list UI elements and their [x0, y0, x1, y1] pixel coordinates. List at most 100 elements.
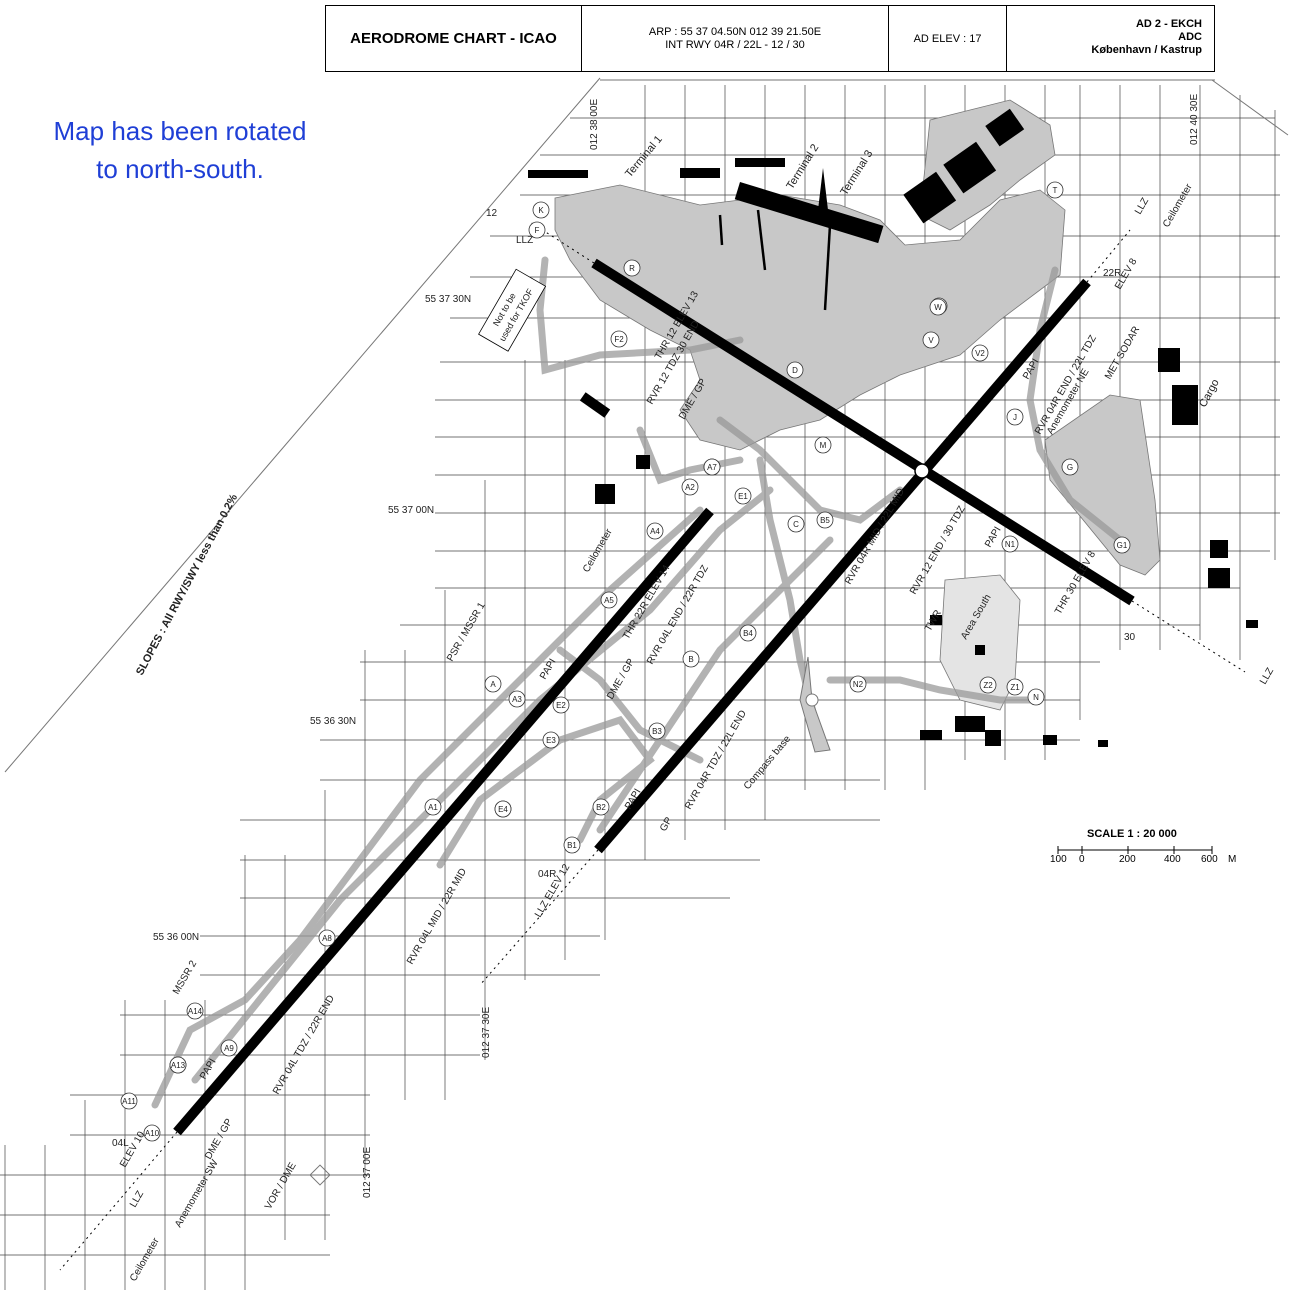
scale-title: SCALE 1 : 20 000 [1087, 828, 1177, 840]
cargo-label: Cargo [1197, 377, 1222, 409]
taxiway-label-g1: G1 [1117, 541, 1128, 550]
taxiway-marker-circle [703, 458, 721, 476]
taxiway-label-v: V [928, 336, 934, 345]
taxiway-marker-circle [787, 515, 805, 533]
arp-info: ARP : 55 37 04.50N 012 39 21.50E INT RWY… [582, 6, 889, 71]
taxiway-marker-circle [220, 1039, 238, 1057]
taxiway-marker-circle [682, 650, 700, 668]
taxiway-marker-circle [494, 800, 512, 818]
dme-gp-label-1: DME / GP [605, 657, 637, 702]
taxiway-label-z1: Z1 [1010, 683, 1020, 692]
taxiway-marker-circle [1006, 408, 1024, 426]
llz-label-ne: LLZ [1133, 196, 1151, 216]
scale-unit: M [1228, 854, 1237, 865]
taxiway-label-n1: N1 [1005, 540, 1016, 549]
rwy-30-label: 30 [1124, 632, 1136, 643]
taxiway-label-a8: A8 [322, 934, 332, 943]
anemometer-sw-label: Anemometer SW [173, 1158, 221, 1230]
terminal-2-label: Terminal 2 [784, 142, 821, 191]
taxiway-label-n: N [1033, 693, 1039, 702]
taxiway-label-a4: A4 [650, 527, 660, 536]
taxiway-marker-circle [1027, 688, 1045, 706]
llz-label-se: LLZ [1258, 666, 1276, 686]
papi-label-4: PAPI [983, 525, 1004, 550]
taxiway-marker-circle [849, 675, 867, 693]
taxiway-label-b2: B2 [596, 803, 606, 812]
terminal-3-label: Terminal 3 [838, 148, 875, 197]
lat-label-3700: 55 37 00N [388, 505, 434, 516]
ceilometer-label-mid: Ceilometer [581, 527, 615, 575]
taxiway-label-e4: E4 [498, 805, 508, 814]
lon-label-3800: 012 38 00E [589, 99, 600, 150]
taxiway-marker-circle [646, 522, 664, 540]
lat-label-3600: 55 36 00N [153, 932, 199, 943]
taxiway-label-b: B [688, 655, 693, 664]
buildings [528, 108, 1258, 747]
aerodrome-name: København / Kastrup [1091, 44, 1202, 56]
taxiway-label-v2: V2 [975, 349, 985, 358]
taxiway-marker-circle [186, 1002, 204, 1020]
taxiway-marker-circle [681, 478, 699, 496]
taxiway-marker-circle [592, 798, 610, 816]
taxiway-marker-circle [922, 331, 940, 349]
chart-type: ADC [1178, 31, 1202, 43]
runway-12-30 [591, 258, 1135, 606]
taxiway-label-a13: A13 [171, 1061, 186, 1070]
gp-label: GP [658, 815, 675, 833]
taxiway-marker-circle [424, 798, 442, 816]
taxiway-marker-circle [508, 690, 526, 708]
taxiway-marker-circle [979, 676, 997, 694]
taxiway-label-a11: A11 [122, 1097, 136, 1106]
taxiway-marker-circle [600, 591, 618, 609]
taxiway-marker-circle [610, 330, 628, 348]
taxiway-marker-circle [1113, 536, 1131, 554]
taxiway-label-f2: F2 [614, 335, 624, 344]
scale-bar [1057, 846, 1213, 854]
lon-label-4030: 012 40 30E [1189, 94, 1200, 145]
lat-label-3730: 55 37 30N [425, 294, 471, 305]
runway-04L-22R [173, 507, 714, 1136]
scale-tick-600: 600 [1201, 854, 1218, 865]
taxiway-label-c: C [793, 520, 799, 529]
papi-label-2: PAPI [198, 1057, 219, 1082]
elev-04l-label: ELEV 10 [118, 1129, 147, 1169]
taxiway-marker-circle [1061, 458, 1079, 476]
taxiway-label-m: M [820, 441, 827, 450]
taxiway-label-z2: Z2 [983, 681, 993, 690]
taxiway-marker-circle [120, 1092, 138, 1110]
lat-label-3630: 55 36 30N [310, 716, 356, 727]
taxiway-marker-circle [1046, 181, 1064, 199]
lon-label-3730: 012 37 30E [481, 1007, 492, 1058]
taxiway-label-j: J [1013, 413, 1017, 422]
taxiway-marker-circle [542, 731, 560, 749]
taxiway-marker-circle [648, 722, 666, 740]
taxiway-label-e2: E2 [556, 701, 566, 710]
taxiway-label-b3: B3 [652, 727, 662, 736]
taxiway-label-g: G [1067, 463, 1073, 472]
runway-intersection: INT RWY 04R / 22L - 12 / 30 [665, 39, 805, 51]
taxiway-label-e1: E1 [738, 492, 748, 501]
chart-header: AERODROME CHART - ICAO ARP : 55 37 04.50… [325, 5, 1215, 72]
runway-intersection-marker [914, 463, 930, 479]
taxiway-label-a10: A10 [145, 1129, 160, 1138]
chart-identity: AD 2 - EKCH ADC København / Kastrup [1007, 6, 1214, 71]
ceilometer-label-sw: Ceilometer [128, 1236, 162, 1284]
compass-base-label: Compass base [742, 733, 794, 792]
slope-boundary [4, 77, 1289, 773]
rotation-note-line1: Map has been rotated [53, 116, 307, 146]
taxiway-label-f: F [535, 226, 540, 235]
psr-label: PSR / MSSR 1 [445, 600, 488, 663]
scale-tick-0: 0 [1079, 854, 1085, 865]
taxiway-marker-circle [816, 511, 834, 529]
taxiway-marker-circle [929, 298, 947, 316]
taxiway-marker-circle [623, 259, 641, 277]
taxiway-marker-circle [532, 201, 550, 219]
rwy-22r-label: 22R [1103, 268, 1121, 279]
scale-tick-200: 200 [1119, 854, 1136, 865]
taxiway-marker-circle [814, 436, 832, 454]
taxiway-marker-circle [143, 1124, 161, 1142]
taxiway-marker-circle [169, 1056, 187, 1074]
taxiway-label-n2: N2 [853, 680, 864, 689]
taxiway-marker-circle [971, 344, 989, 362]
terminal-towers [718, 168, 832, 311]
